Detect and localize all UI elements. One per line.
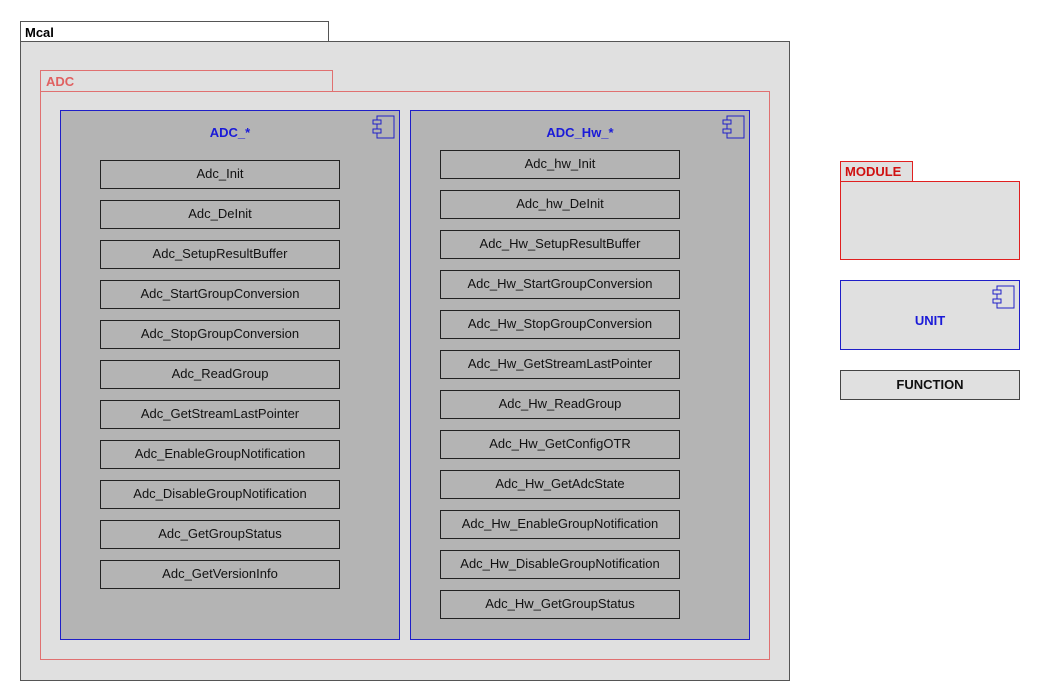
function-box: Adc_hw_Init bbox=[440, 150, 680, 179]
function-box: Adc_Hw_GetGroupStatus bbox=[440, 590, 680, 619]
function-box: Adc_Hw_StartGroupConversion bbox=[440, 270, 680, 299]
function-box: Adc_hw_DeInit bbox=[440, 190, 680, 219]
mcal-package-label: Mcal bbox=[20, 21, 329, 42]
function-box: Adc_Hw_GetAdcState bbox=[440, 470, 680, 499]
function-box: Adc_EnableGroupNotification bbox=[100, 440, 340, 469]
function-box: Adc_DeInit bbox=[100, 200, 340, 229]
function-box: Adc_Hw_StopGroupConversion bbox=[440, 310, 680, 339]
legend-module-label: MODULE bbox=[840, 161, 913, 182]
function-box: Adc_GetVersionInfo bbox=[100, 560, 340, 589]
function-box: Adc_GetGroupStatus bbox=[100, 520, 340, 549]
legend-unit-label: UNIT bbox=[914, 313, 946, 328]
function-box: Adc_Hw_GetConfigOTR bbox=[440, 430, 680, 459]
component-icon bbox=[722, 115, 745, 139]
function-box: Adc_SetupResultBuffer bbox=[100, 240, 340, 269]
function-box: Adc_Hw_ReadGroup bbox=[440, 390, 680, 419]
legend-unit: UNIT bbox=[840, 280, 1020, 350]
function-box: Adc_Hw_DisableGroupNotification bbox=[440, 550, 680, 579]
unit-adc-hw-title: ADC_Hw_* bbox=[546, 125, 614, 140]
unit-adc-title: ADC_* bbox=[209, 125, 251, 140]
adc-module-label: ADC bbox=[40, 70, 333, 92]
function-box: Adc_StopGroupConversion bbox=[100, 320, 340, 349]
function-box: Adc_StartGroupConversion bbox=[100, 280, 340, 309]
function-box: Adc_Hw_EnableGroupNotification bbox=[440, 510, 680, 539]
function-box: Adc_DisableGroupNotification bbox=[100, 480, 340, 509]
function-box: Adc_ReadGroup bbox=[100, 360, 340, 389]
function-box: Adc_Init bbox=[100, 160, 340, 189]
component-icon bbox=[372, 115, 395, 139]
function-box: Adc_Hw_SetupResultBuffer bbox=[440, 230, 680, 259]
legend-function: FUNCTION bbox=[840, 370, 1020, 400]
legend-module bbox=[840, 181, 1020, 260]
component-icon bbox=[992, 285, 1015, 309]
function-box: Adc_GetStreamLastPointer bbox=[100, 400, 340, 429]
function-box: Adc_Hw_GetStreamLastPointer bbox=[440, 350, 680, 379]
